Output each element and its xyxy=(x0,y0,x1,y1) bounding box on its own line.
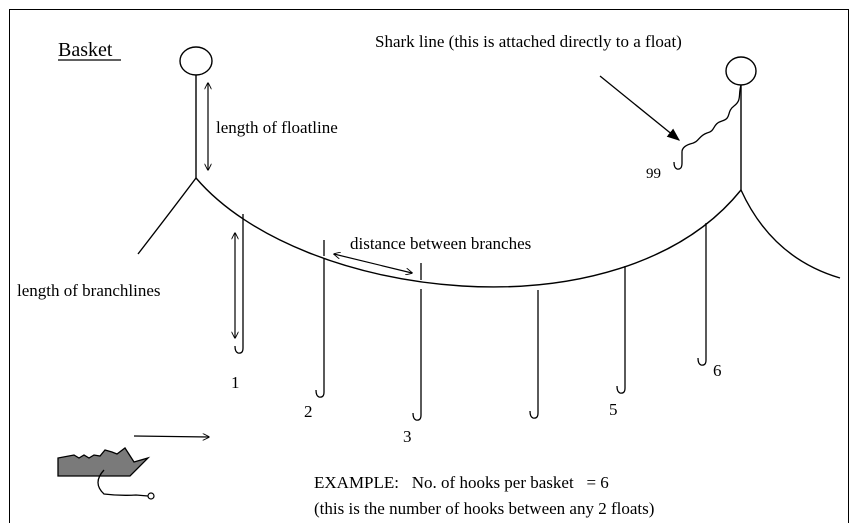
example-text-line-2: (this is the number of hooks between any… xyxy=(314,499,654,518)
branch-distance-arrow xyxy=(334,254,412,273)
branchline-5 xyxy=(616,266,626,394)
shark-hook-number: 99 xyxy=(646,166,661,182)
branchline-length-label: length of branchlines xyxy=(17,281,161,300)
hook-number-1: 1 xyxy=(231,373,240,392)
branchline-3 xyxy=(412,289,422,421)
shark-line-label: Shark line (this is attached directly to… xyxy=(375,32,682,51)
example-text-line-1: EXAMPLE: No. of hooks per basket = 6 xyxy=(314,473,609,492)
branch-distance-label: distance between branches xyxy=(350,234,531,253)
branchline-6 xyxy=(697,223,707,366)
branchline-1 xyxy=(234,214,244,354)
shark-hook xyxy=(673,161,683,170)
hook-number-3: 3 xyxy=(403,427,412,446)
boat-icon xyxy=(57,447,155,500)
diagram-title: Basket xyxy=(58,39,113,61)
mainline-right-segment xyxy=(740,189,841,279)
branchline-4 xyxy=(529,290,539,419)
right-float xyxy=(725,56,757,86)
hook-number-2: 2 xyxy=(304,402,313,421)
hook-number-6: 6 xyxy=(713,361,722,380)
mainline-basket xyxy=(195,177,742,288)
shark-line xyxy=(681,84,742,163)
left-float xyxy=(179,46,213,76)
mainline-left-segment xyxy=(137,177,197,255)
hook-number-5: 5 xyxy=(609,400,618,419)
branchline-2 xyxy=(315,258,325,398)
shark-line-pointer-arrow xyxy=(599,75,681,141)
direction-arrow xyxy=(133,436,209,437)
frame-border xyxy=(9,9,849,523)
floatline-length-label: length of floatline xyxy=(216,118,338,137)
